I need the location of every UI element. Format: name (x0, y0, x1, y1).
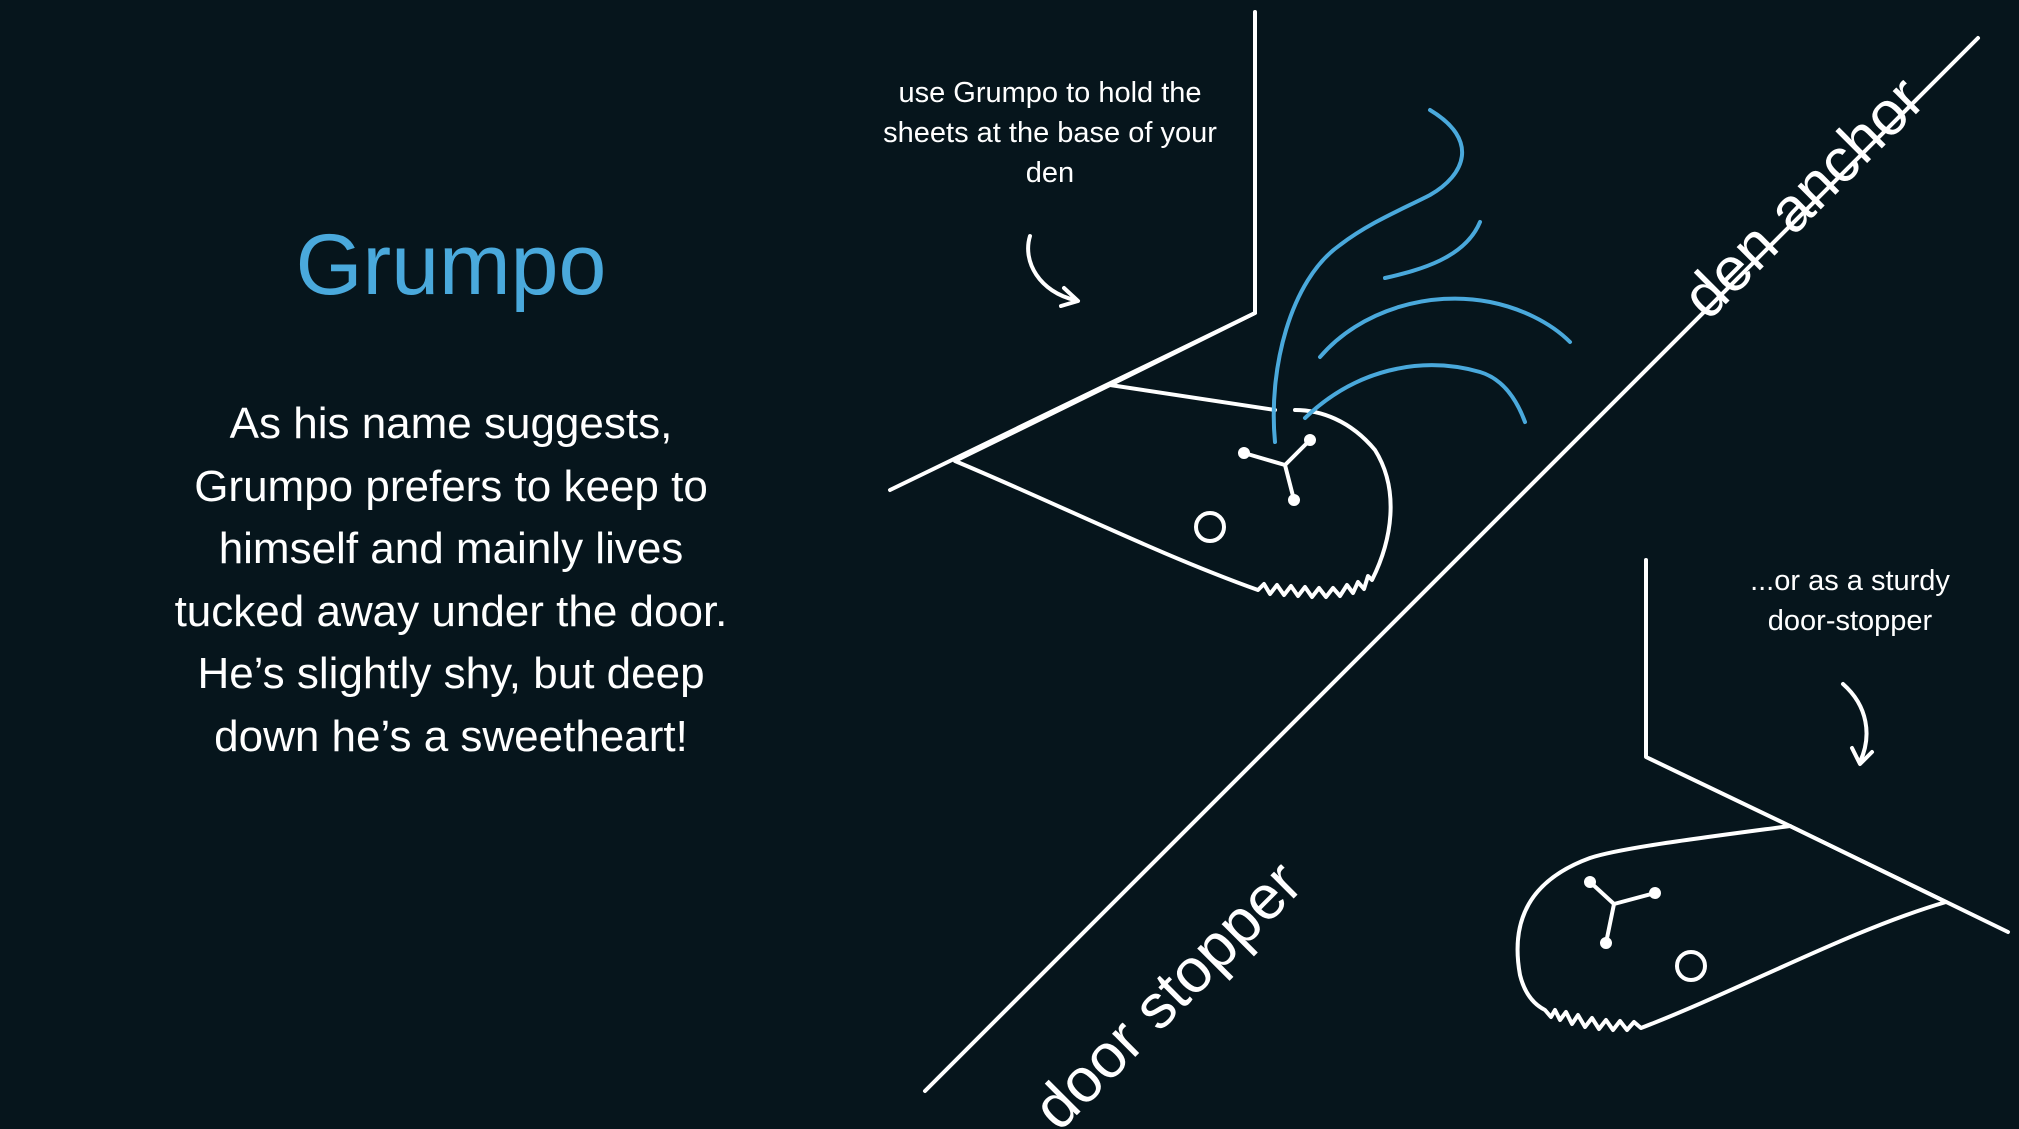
grumpo-body-door (1515, 824, 1948, 1032)
den-floor-line (1108, 383, 1277, 412)
arrow-den (1026, 234, 1077, 302)
grumpo-eye-door (1675, 950, 1707, 982)
door-stopper-note: ...or as a sturdy door-stopper (1750, 565, 1950, 637)
character-description: As his name suggests, Grumpo prefers to … (174, 399, 728, 761)
grumpo-eye-den (1194, 511, 1226, 543)
den-anchor-note: use Grumpo to hold the sheets at the bas… (883, 77, 1217, 189)
door-floor-line (1788, 824, 1948, 904)
grumpo-body-den (953, 311, 1393, 599)
sheet-strands (1271, 108, 1572, 444)
grumpo-mark-door (1584, 876, 1661, 949)
arrow-door (1841, 682, 1869, 764)
divider-line (923, 36, 1980, 1093)
grumpo-mark-den (1238, 434, 1316, 506)
slide-title: Grumpo (295, 217, 607, 313)
